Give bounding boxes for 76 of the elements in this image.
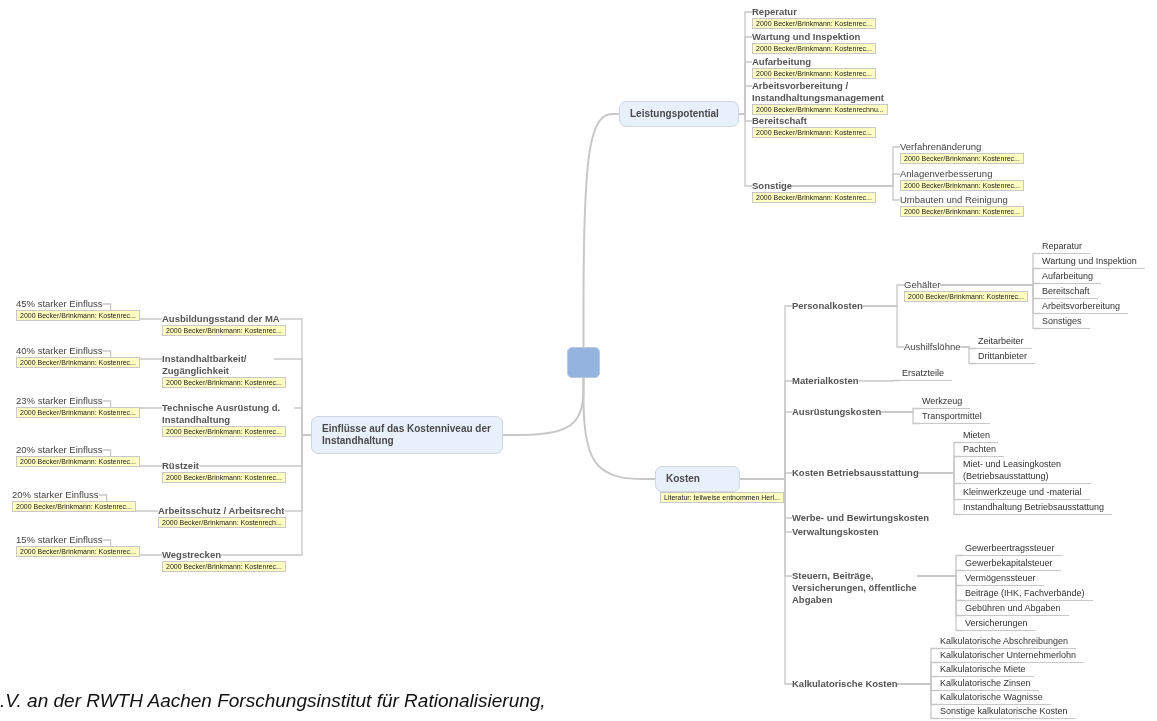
connector-line xyxy=(220,434,312,556)
subtopic-label: Bereitschaft xyxy=(752,115,807,127)
subtopic-label: Kalkulatorische Kosten xyxy=(792,678,898,690)
leaf-topic: Wartung und Inspektion xyxy=(1040,254,1145,269)
subtopic-label: Verwaltungskosten xyxy=(792,526,879,538)
topic-label: 45% starker Einfluss xyxy=(16,298,103,310)
subtopic-label: Ausrüstungskosten xyxy=(792,406,882,418)
topic-label: 40% starker Einfluss xyxy=(16,345,103,357)
leaf-topic: Beiträge (IHK, Fachverbände) xyxy=(963,586,1093,601)
subtopic-label: Technische Ausrüstung d. Instandhaltung xyxy=(162,402,294,426)
topic-label: Aushilfslöhne xyxy=(904,341,961,353)
leaf-topic: Gewerbekapitalsteuer xyxy=(963,556,1061,571)
branch-curve xyxy=(582,113,620,348)
topic-label: Umbauten und Reinigung xyxy=(900,194,1008,206)
main-topic-box: Kosten xyxy=(655,466,740,492)
leaf-topic: Reparatur xyxy=(1040,239,1091,254)
leaf-topic: Zeitarbeiter xyxy=(976,334,1032,349)
connector-line xyxy=(916,575,964,632)
topic-label: 23% starker Einfluss xyxy=(16,395,103,407)
source-caption: .V. an der RWTH Aachen Forschungsinstitut für Rationalisierung, xyxy=(0,690,546,712)
branch-curve xyxy=(502,377,585,436)
leaf-topic: Drittanbieter xyxy=(976,349,1036,364)
main-topic-box: Einflüsse auf das Kostenniveau der Instandhaltung xyxy=(311,416,503,454)
subtopic-label: Steuern, Beiträge, Versicherungen, öffentliche Abgaben xyxy=(792,570,917,606)
leaf-topic: Sonstige kalkulatorische Kosten xyxy=(938,704,1076,719)
subtopic-label: Arbeitsschutz / Arbeitsrecht xyxy=(158,505,285,517)
leaf-topic: Gebühren und Abgaben xyxy=(963,601,1069,616)
leaf-topic: Gewerbeertragssteuer xyxy=(963,541,1063,556)
subtopic-label: Reperatur xyxy=(752,6,797,18)
subtopic-label: Personalkosten xyxy=(792,300,863,312)
subtopic-label: Wartung und Inspektion xyxy=(752,31,861,43)
leaf-topic: Versicherungen xyxy=(963,616,1036,631)
connector-line xyxy=(939,284,1041,330)
connector-line xyxy=(862,305,905,348)
subtopic-label: Werbe- und Bewirtungskosten xyxy=(792,512,930,524)
subtopic-label: Ausbildungsstand der MA xyxy=(162,313,280,325)
subtopic-label: Instandhaltbarkeit/ Zugänglichkeit xyxy=(162,353,274,377)
leaf-topic: Pachten xyxy=(961,442,1005,457)
connector-line xyxy=(857,379,901,382)
topic-label: Anlagenverbesserung xyxy=(900,168,993,180)
subtopic-label: Wegstrecken xyxy=(162,549,221,561)
leaf-topic: Werkzeug xyxy=(920,394,971,409)
topic-label: 15% starker Einfluss xyxy=(16,534,103,546)
leaf-topic: Arbeitsvorbereitung xyxy=(1040,299,1129,314)
leaf-topic: Kalkulatorische Wagnisse xyxy=(938,690,1051,705)
topic-label: Gehälter xyxy=(904,279,941,291)
subtopic-label: Sonstige xyxy=(752,180,793,192)
connector-line xyxy=(791,185,901,201)
subtopic-label: Kosten Betriebsausstattung xyxy=(792,467,919,479)
leaf-topic: Kalkulatorische Miete xyxy=(938,662,1034,677)
connector-line xyxy=(918,472,962,516)
subtopic-label: Arbeitsvorbereitung / Instandhaltungsmanagement xyxy=(752,80,917,104)
leaf-topic: Sonstiges xyxy=(1040,314,1090,329)
topic-label: Verfahrenänderung xyxy=(900,141,982,153)
connector-line xyxy=(959,346,977,365)
connector-line xyxy=(880,411,921,425)
leaf-topic: Transportmittel xyxy=(920,409,990,424)
leaf-topic: Miet- und Leasingkosten (Betriebsausstattung) xyxy=(961,457,1091,484)
leaf-topic: Kalkulatorische Zinsen xyxy=(938,676,1039,691)
topic-label: 20% starker Einfluss xyxy=(16,444,103,456)
subtopic-label: Materialkosten xyxy=(792,375,859,387)
leaf-topic: Aufarbeitung xyxy=(1040,269,1102,284)
leaf-topic: Ersatzteile xyxy=(900,366,953,381)
connector-line xyxy=(896,683,939,720)
topic-label: 20% starker Einfluss xyxy=(12,489,99,501)
central-topic-box xyxy=(567,347,600,378)
main-topic-box: Leistungspotential xyxy=(619,101,739,127)
subtopic-label: Rüstzeit xyxy=(162,460,199,472)
leaf-topic: Kalkulatorische Abschreibungen xyxy=(938,634,1077,649)
subtopic-label: Aufarbeitung xyxy=(752,56,812,68)
leaf-topic: Kalkulatorischer Unternehmerlohn xyxy=(938,648,1085,663)
leaf-topic: Vermögenssteuer xyxy=(963,571,1044,586)
leaf-topic: Bereitschaft xyxy=(1040,284,1098,299)
leaf-topic: Kleinwerkzeuge und -material xyxy=(961,485,1090,500)
leaf-topic: Mieten xyxy=(961,428,998,443)
leaf-topic: Instandhaltung Betriebsausstattung xyxy=(961,500,1113,515)
